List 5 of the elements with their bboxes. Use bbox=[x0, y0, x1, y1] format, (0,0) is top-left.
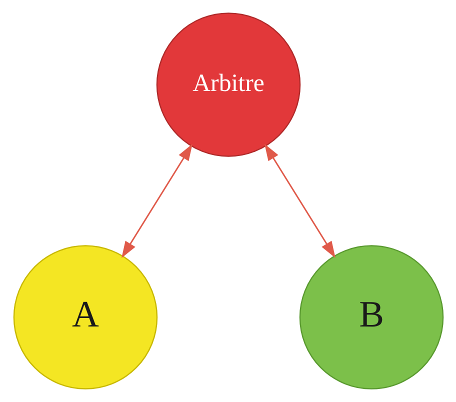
arrow bbox=[121, 144, 192, 258]
node-circle: A bbox=[12, 245, 158, 390]
arrow bbox=[264, 144, 335, 258]
node-circle: B bbox=[298, 245, 444, 390]
node-circle: Arbitre bbox=[156, 12, 300, 157]
